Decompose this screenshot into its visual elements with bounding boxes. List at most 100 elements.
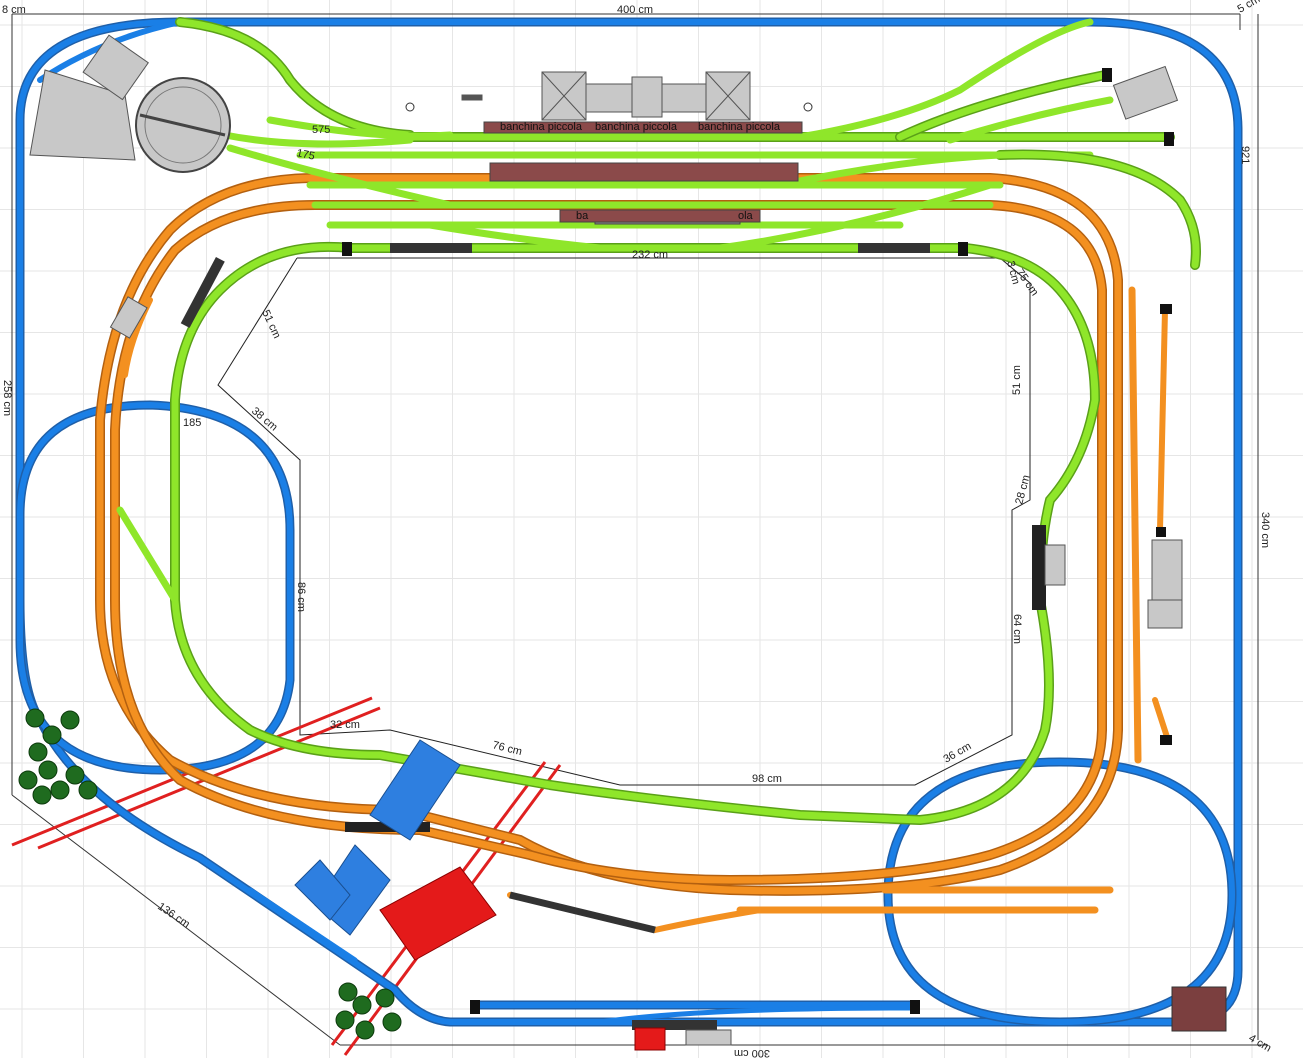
platform-label-4: ba <box>576 210 589 222</box>
blue-spur <box>247 887 358 963</box>
tree <box>25 708 45 728</box>
dim-inner-top-right-corner: 3 cm <box>1004 260 1022 286</box>
track-code-175: 175 <box>295 147 315 163</box>
green-track-group <box>116 17 1201 826</box>
buffer-stop-ne <box>1102 68 1112 82</box>
blue-building-1 <box>369 739 461 841</box>
dim-inner-left-upper: 51 cm <box>259 308 283 340</box>
train-car-bottom <box>345 822 430 832</box>
signal-markers <box>405 102 813 112</box>
building-right-steps <box>1147 599 1183 629</box>
green-ne-branch-3 <box>796 18 1094 141</box>
dim-top-width: 400 cm <box>617 4 653 16</box>
dim-inner-right-lower: 64 cm <box>1011 614 1023 644</box>
red-building <box>379 866 497 961</box>
dim-top-left-corner: 8 cm <box>2 4 26 16</box>
dim-inner-bottom-left: 32 cm <box>330 719 360 731</box>
dim-inner-bottom-right: 36 cm <box>942 740 974 765</box>
orange-outer-loop <box>95 173 1123 896</box>
green-ne-branch-2 <box>946 96 1114 144</box>
turntable-bridge <box>139 113 226 137</box>
blue-left-loop <box>15 400 295 775</box>
dim-inner-left-lower: 86 cm <box>295 582 307 612</box>
platform-label-3: banchina piccola <box>698 121 781 133</box>
tree <box>352 995 372 1015</box>
dim-left-height: 258 cm <box>1 380 13 416</box>
blue-track-group <box>15 17 1243 1027</box>
dim-right-edge-code: 921 <box>1239 146 1251 164</box>
dim-inner-right-upper: 51 cm <box>1011 365 1023 395</box>
dim-inner-top: 232 cm <box>632 249 668 261</box>
green-turntable-lead-1 <box>221 131 414 148</box>
tree <box>60 710 80 730</box>
buffer-stop-right-1 <box>1160 304 1172 314</box>
blue-siding-2 <box>597 1005 913 1025</box>
station-building <box>541 71 751 121</box>
marker-2 <box>803 102 813 112</box>
buffer-stop-blue-1 <box>470 1000 480 1014</box>
platforms: banchina piccola banchina piccola banchi… <box>483 121 803 223</box>
train-car-blue-bottom <box>632 1020 717 1030</box>
orange-right-siding-2 <box>1152 697 1171 743</box>
buffer-stop-right-3 <box>1160 735 1172 745</box>
small-object-top <box>461 94 483 101</box>
train-car-right <box>1032 525 1046 610</box>
dim-right-height: 340 cm <box>1259 512 1271 548</box>
red-small-building <box>634 1027 666 1051</box>
tree <box>38 760 58 780</box>
train-car-top-right <box>858 243 930 253</box>
shed-annex <box>82 34 149 101</box>
platform-label-5: ola <box>738 210 754 222</box>
green-turntable-lead-2 <box>226 144 454 209</box>
tree <box>65 765 85 785</box>
platform-lower <box>559 209 761 223</box>
orange-right-siding <box>1157 307 1168 533</box>
dim-top-right-corner: 5 cm <box>1236 0 1263 16</box>
dim-inner-left-diag: 38 cm <box>249 405 280 433</box>
train-car-left <box>180 256 225 328</box>
green-diag-3 <box>716 181 994 252</box>
tree <box>78 780 98 800</box>
station-tower <box>631 76 663 118</box>
dark-siding-bottom <box>509 891 656 934</box>
grey-buildings <box>109 65 1183 1046</box>
marker-1 <box>405 102 415 112</box>
blue-building-3 <box>294 859 351 921</box>
tree <box>335 1010 355 1030</box>
tree <box>28 742 48 762</box>
tree <box>338 982 358 1002</box>
platform-label-2: banchina piccola <box>595 121 678 133</box>
orange-track-group <box>95 173 1171 934</box>
platform-label-1: banchina piccola <box>500 121 583 133</box>
tree <box>382 1012 402 1032</box>
platform-middle <box>489 162 799 182</box>
buffer-stop-e <box>1164 132 1174 146</box>
inner-scenery-outline <box>217 257 1031 786</box>
orange-right-inner <box>1128 286 1142 764</box>
track-code-575: 575 <box>312 124 330 136</box>
tree <box>18 770 38 790</box>
building-left <box>109 296 148 339</box>
buffer-stop-right-2 <box>1156 527 1166 537</box>
tree <box>42 725 62 745</box>
building-bottom <box>685 1029 732 1046</box>
buffer-stop-top-right <box>958 242 968 256</box>
tree <box>32 785 52 805</box>
trees <box>18 708 402 1040</box>
tree <box>375 988 395 1008</box>
green-left-inner <box>116 506 179 604</box>
green-turntable-lead-3 <box>266 116 454 140</box>
brown-building <box>1171 986 1227 1032</box>
building-right-large <box>1151 539 1183 601</box>
platform-top <box>483 121 803 134</box>
train-car-top-left <box>390 243 472 253</box>
dim-bottom-right-corner: 4 cm <box>1247 1032 1274 1054</box>
tree <box>50 780 70 800</box>
engine-shed-complex <box>29 34 231 173</box>
building-right-small <box>1044 544 1066 586</box>
green-diag-1 <box>776 151 1004 189</box>
dim-diagonal: 136 cm <box>155 901 192 931</box>
tree <box>355 1020 375 1040</box>
engine-shed <box>29 69 136 161</box>
building-ne <box>1112 65 1179 120</box>
